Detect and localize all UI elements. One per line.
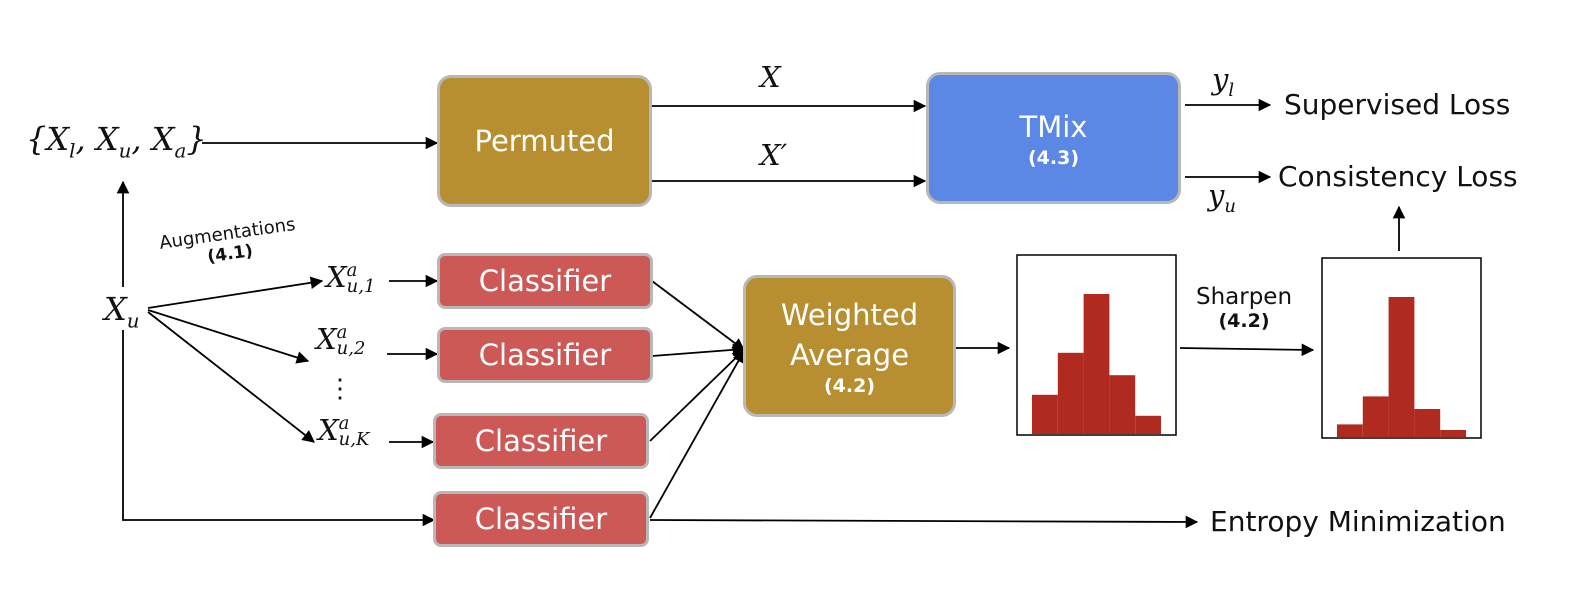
arrow-classifier3-to-average bbox=[649, 349, 745, 442]
classifier-label: Classifier bbox=[474, 502, 608, 536]
tmix-box: TMix (4.3) bbox=[926, 72, 1181, 204]
entropy-minimization-label: Entropy Minimization bbox=[1210, 505, 1506, 538]
permuted-box: Permuted bbox=[437, 75, 652, 207]
arrow-xu-to-classifier-4 bbox=[122, 330, 436, 527]
weighted-average-box: Weighted Average (4.2) bbox=[743, 275, 956, 417]
classifier-label: Classifier bbox=[478, 338, 612, 372]
histogram-bar bbox=[1135, 415, 1161, 434]
arrow-xu-to-xua1 bbox=[147, 276, 324, 309]
arrow-classifier1-to-average bbox=[651, 280, 746, 351]
supervised-loss-label: Supervised Loss bbox=[1284, 88, 1511, 121]
histogram-after-frame bbox=[1321, 257, 1482, 439]
weighted-average-ref: (4.2) bbox=[823, 375, 876, 397]
edge-label-x-prime: X′ bbox=[760, 138, 788, 172]
histogram-before-bars bbox=[1032, 294, 1161, 434]
edge-label-yl: yl bbox=[1212, 62, 1235, 101]
permuted-label: Permuted bbox=[474, 124, 615, 158]
edge-label-yu: yu bbox=[1208, 178, 1236, 217]
histogram-bar bbox=[1109, 375, 1136, 434]
histogram-bar bbox=[1414, 409, 1441, 437]
classifier-label: Classifier bbox=[478, 264, 612, 298]
vertical-dots: ⋮ bbox=[327, 374, 353, 404]
arrow-classifier2-to-average bbox=[651, 343, 746, 357]
classifier-box-1: Classifier bbox=[437, 253, 653, 309]
sharpen-ref: (4.2) bbox=[1218, 310, 1270, 332]
arrow-xu-to-xua2 bbox=[147, 309, 310, 364]
histogram-bar bbox=[1057, 352, 1084, 434]
input-set-label: {Xl, Xu, Xa} bbox=[26, 120, 207, 163]
arrow-xu-to-xuaK bbox=[147, 311, 315, 443]
histogram-bar bbox=[1388, 297, 1415, 437]
histogram-after-bars bbox=[1337, 297, 1466, 437]
arrow-sharpen bbox=[1179, 343, 1315, 357]
tmix-ref: (4.3) bbox=[1027, 147, 1080, 169]
classifier-box-2: Classifier bbox=[437, 327, 653, 383]
histogram-bar bbox=[1440, 430, 1466, 437]
classifier-box-3: Classifier bbox=[433, 413, 649, 469]
classifier-label: Classifier bbox=[474, 424, 608, 458]
histogram-bar bbox=[1337, 424, 1363, 437]
classifier-box-4: Classifier bbox=[433, 491, 649, 547]
xu-label: Xu bbox=[104, 290, 140, 333]
tmix-label: TMix bbox=[1019, 110, 1088, 144]
weighted-average-line1: Weighted bbox=[780, 298, 919, 332]
histogram-bar bbox=[1032, 394, 1058, 434]
edge-label-x: X bbox=[760, 60, 781, 94]
sharpen-label: Sharpen (4.2) bbox=[1190, 284, 1298, 332]
weighted-average-line2: Average bbox=[789, 338, 910, 372]
arrow-classifier4-to-average bbox=[649, 349, 745, 519]
histogram-bar bbox=[1362, 396, 1389, 437]
arrow-classifier-to-entropy bbox=[649, 515, 1199, 529]
histogram-bar bbox=[1083, 294, 1110, 434]
consistency-loss-label: Consistency Loss bbox=[1278, 160, 1518, 193]
